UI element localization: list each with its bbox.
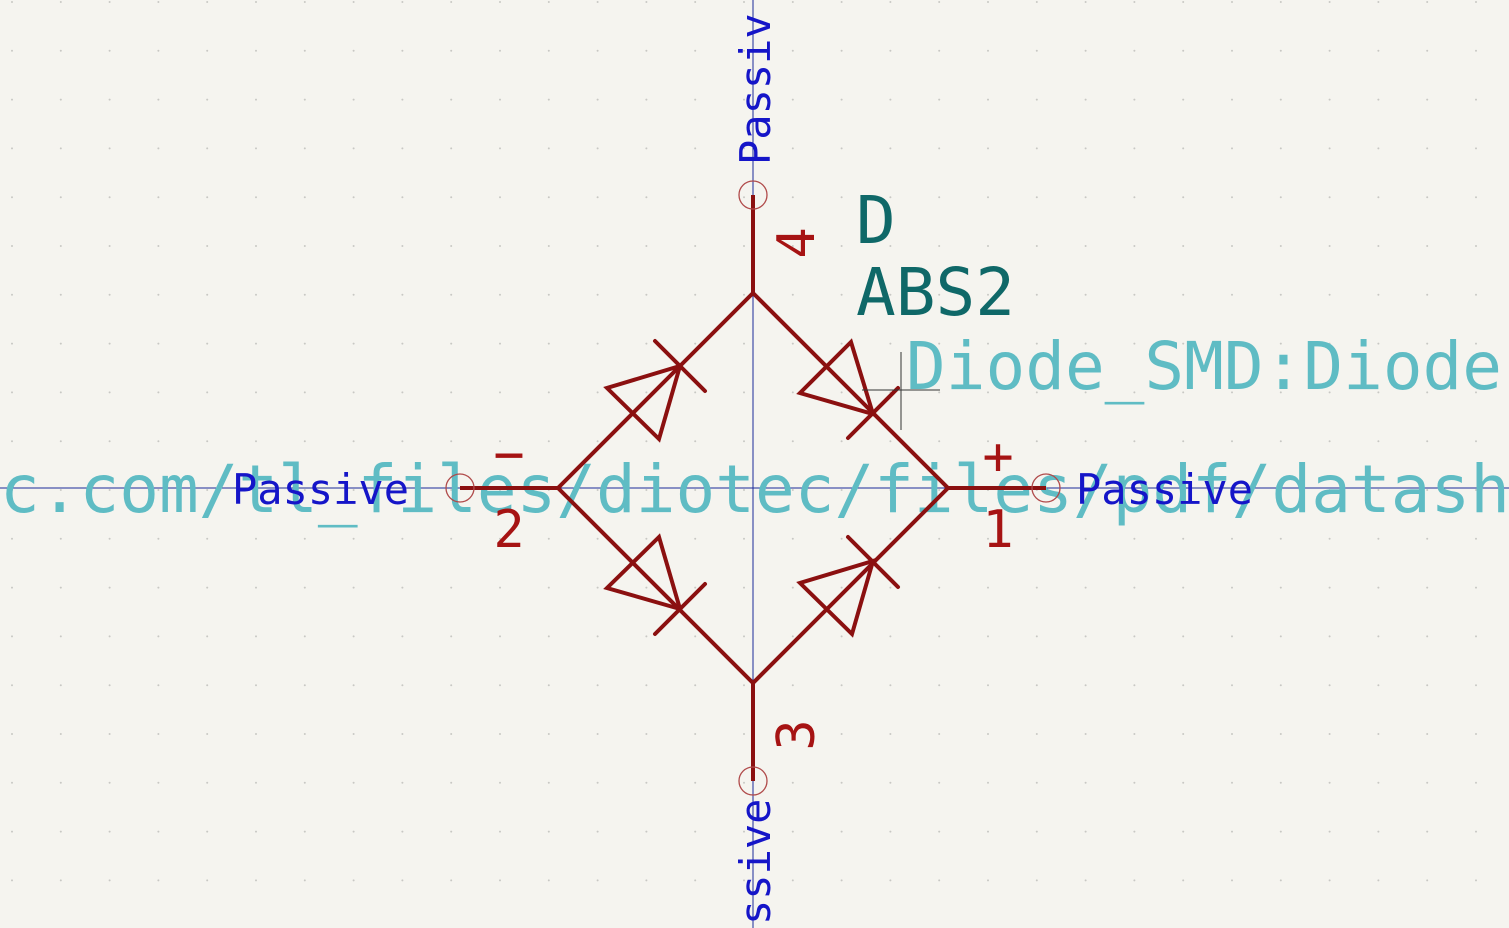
- pin-2[interactable]: 2 −: [445, 425, 558, 560]
- pin-2-minus-sign: −: [493, 425, 524, 485]
- pin-2-type-label: Passive: [232, 465, 409, 514]
- diode-lower-right: [796, 535, 900, 638]
- footprint-field[interactable]: Diode_SMD:Diode: [906, 328, 1502, 405]
- pin-4-type-label: Passiv: [731, 13, 780, 165]
- diode-upper-right: [796, 338, 900, 440]
- diode-lower-left: [603, 533, 707, 636]
- pin-2-end-marker[interactable]: [445, 473, 475, 503]
- pin-1[interactable]: 1 +: [948, 427, 1061, 560]
- reference-designator[interactable]: D: [856, 182, 896, 259]
- pin-3[interactable]: 3: [738, 683, 827, 796]
- value-field[interactable]: ABS2: [856, 254, 1015, 331]
- pin-4-end-marker[interactable]: [738, 180, 768, 210]
- pin-1-plus-sign: +: [982, 427, 1013, 487]
- pin-3-number: 3: [767, 719, 827, 750]
- datasheet-field[interactable]: c.com/tl_files/diotec/files/pdf/datashe: [0, 451, 1509, 528]
- pin-3-end-marker[interactable]: [738, 766, 768, 796]
- pin-3-type-label: ssive: [731, 799, 780, 925]
- grid-dots: [11, 1, 1477, 882]
- diode-upper-left: [603, 339, 707, 443]
- pin-4-number: 4: [767, 227, 827, 258]
- pin-1-type-label: Passive: [1076, 465, 1253, 514]
- crosshair-cursor-icon: [862, 352, 940, 430]
- pin-1-number: 1: [982, 500, 1013, 560]
- pin-1-end-marker[interactable]: [1031, 473, 1061, 503]
- pin-2-number: 2: [493, 500, 524, 560]
- pin-4[interactable]: 4: [738, 180, 827, 293]
